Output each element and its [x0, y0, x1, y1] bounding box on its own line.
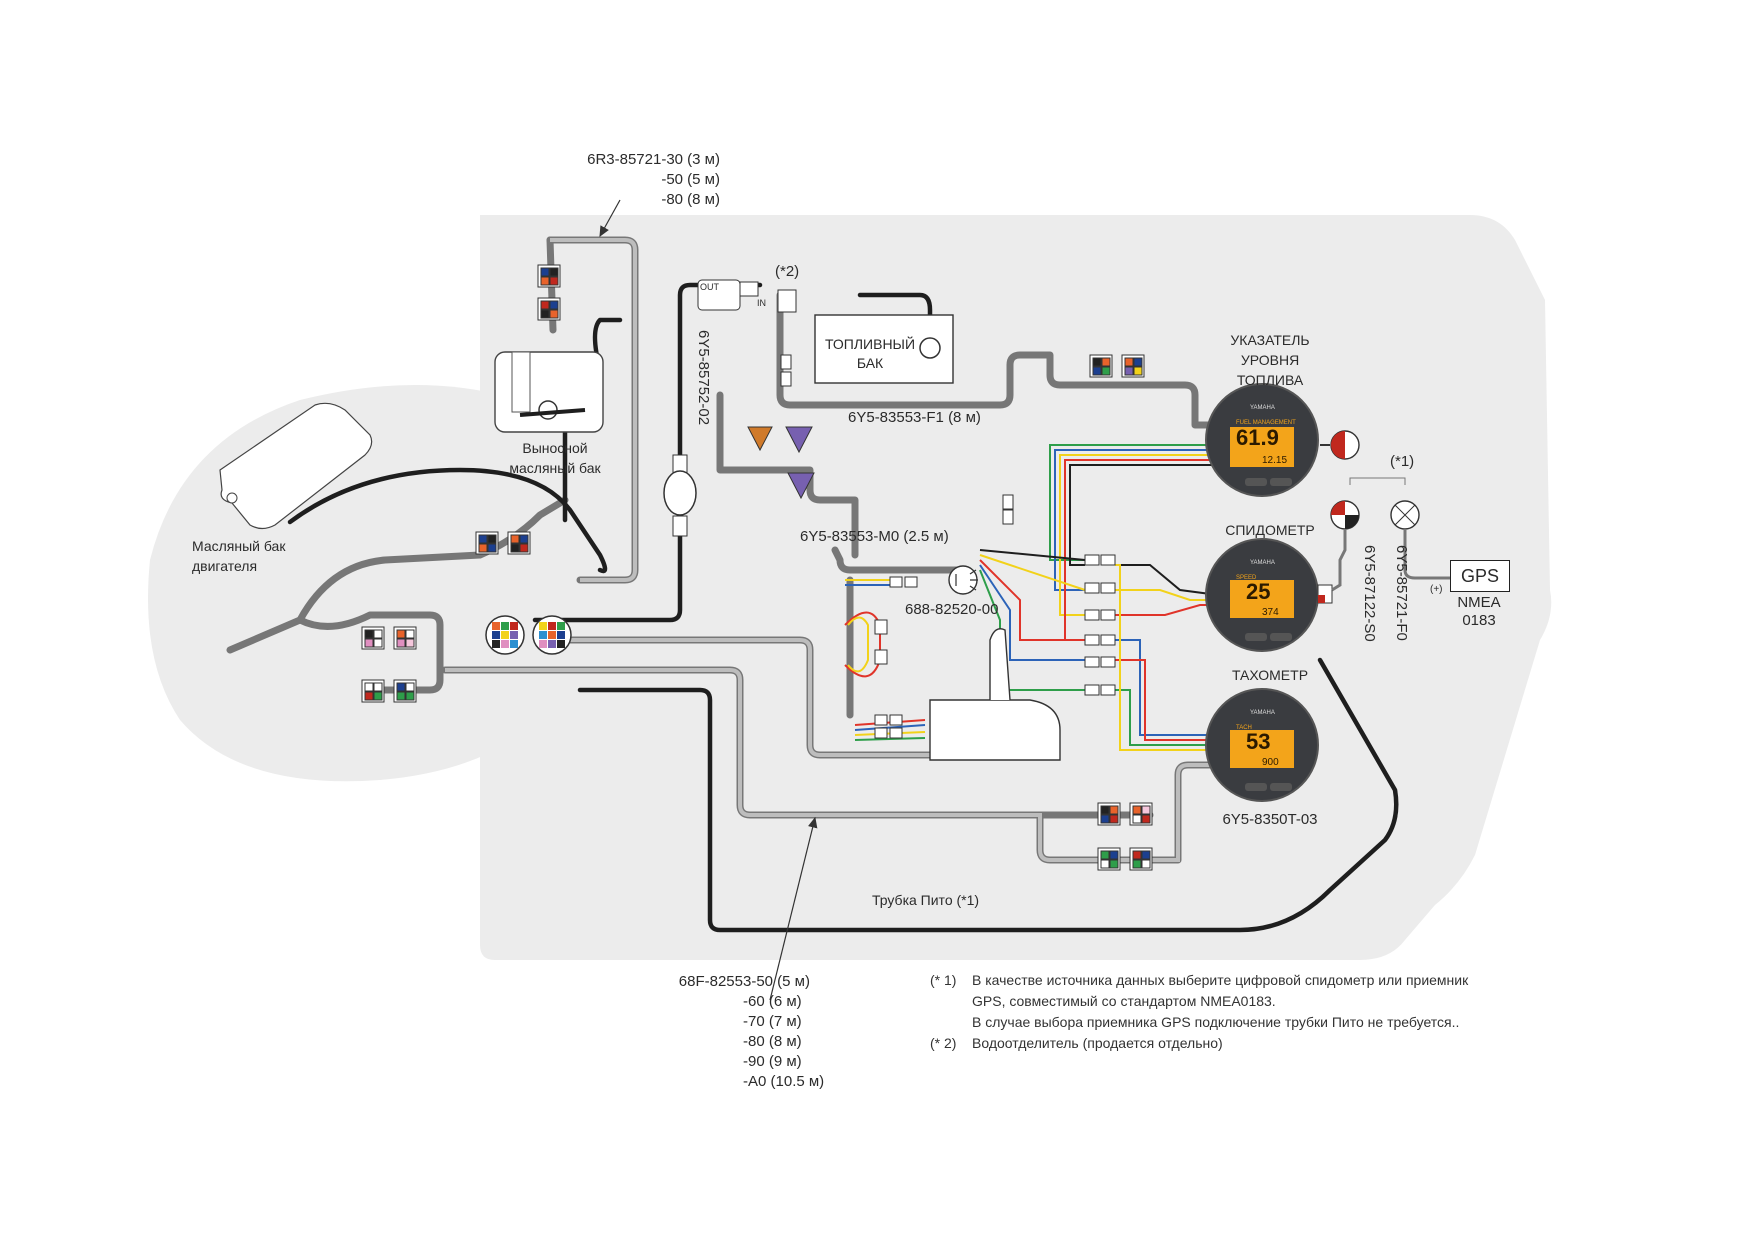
fuel-gauge-brand: YAMAHA	[1250, 405, 1275, 411]
fuel-gauge-label-2: УРОВНЯ	[1240, 352, 1300, 368]
leader-arrows	[599, 199, 818, 1001]
footnote-1-line-3: В случае выбора приемника GPS подключени…	[972, 1014, 1460, 1030]
remote-oil-tank-label-1: Выносной	[522, 440, 588, 456]
speed-gauge-brand: YAMAHA	[1250, 560, 1275, 566]
flow-out-label: OUT	[700, 282, 719, 292]
main-harness-label-5: -90 (9 м)	[743, 1053, 802, 1070]
pitot-tube-label: Трубка Пито (*1)	[872, 892, 980, 908]
footnote-1-line-1: В качестве источника данных выберите циф…	[972, 972, 1469, 988]
oil-hose-label-1: 6R3-85721-30 (3 м)	[587, 151, 720, 168]
fuel-flow-sensor-part: 6Y5-85752-02	[695, 330, 712, 426]
remote-oil-tank-shape	[494, 351, 604, 433]
gps-note-label: (*1)	[1390, 453, 1415, 470]
triangle-sensors	[747, 426, 815, 500]
engine-oil-tank-label-2: двигателя	[192, 558, 258, 574]
gps-nmea-label-1: NMEA	[1457, 594, 1501, 611]
fuel-tank-label-2: БАК	[856, 355, 884, 371]
speed-gauge-readout: 25	[1246, 579, 1271, 604]
tach-gauge-brand: YAMAHA	[1250, 710, 1275, 716]
fuel-tank-shape	[814, 314, 954, 384]
oil-hose-label-3: -80 (8 м)	[661, 191, 720, 208]
footnote-2-marker: (* 2)	[930, 1035, 957, 1051]
main-harness-label-4: -80 (8 м)	[743, 1033, 802, 1050]
primer-bulb-shape	[663, 454, 697, 537]
remote-oil-tank-label-2: масляный бак	[509, 460, 601, 476]
connector-blocks	[361, 264, 1153, 871]
gps-plus-label: (+)	[1430, 584, 1443, 595]
speed-sensor-part-label: 6Y5-87122-S0	[1361, 545, 1378, 642]
main-harness-label-2: -60 (6 м)	[743, 993, 802, 1010]
tach-gauge-header: TACH	[1236, 725, 1252, 731]
round-plugs	[1317, 430, 1450, 604]
engine-oil-tank-shape	[219, 402, 373, 530]
tach-gauge-sub: 900	[1262, 757, 1279, 768]
gray-hose-inner	[445, 238, 1218, 862]
tach-gauge-readout: 53	[1246, 729, 1271, 754]
gauges	[1205, 383, 1319, 802]
tachometer-label: ТАХОМЕТР	[1231, 667, 1309, 683]
fuel-gauge-label-1: УКАЗАТЕЛЬ	[1230, 332, 1310, 348]
footnote-2-line-1: Водоотделитель (продается отдельно)	[972, 1035, 1223, 1051]
tach-part-label: 6Y5-8350T-03	[1222, 811, 1318, 828]
fuel-gauge-sub: 12.15	[1262, 455, 1288, 466]
main-harness-label-1: 68F-82553-50 (5 м)	[678, 973, 810, 990]
engine-oil-tank-label-1: Масляный бак	[192, 538, 286, 554]
oil-hose-label-2: -50 (5 м)	[661, 171, 720, 188]
main-harness-label-3: -70 (7 м)	[743, 1013, 802, 1030]
gps-cable-part-label: 6Y5-85721-F0	[1393, 545, 1410, 641]
fuel-tank-label-1: ТОПЛИВНЫЙ	[824, 336, 916, 352]
fuel-flow-sensor-shape	[697, 279, 797, 313]
fuel-gauge-label-3: ТОПЛИВА	[1236, 372, 1304, 388]
inline-connectors	[780, 354, 1116, 739]
footnote-1-line-2: GPS, совместимый со стандартом NMEA0183.	[972, 993, 1276, 1009]
round-connectors	[485, 615, 572, 655]
fuel-gauge-readout: 61.9	[1236, 425, 1279, 450]
fuel-gauge-header: FUEL MANAGEMENT	[1236, 420, 1296, 426]
speed-gauge-header: SPEED	[1236, 575, 1257, 581]
junction-harness-label: 6Y5-83553-M0 (2.5 м)	[800, 528, 949, 545]
footnote-1-marker: (* 1)	[930, 972, 957, 988]
flow-in-label: IN	[757, 298, 766, 308]
fuel-level-harness-label: 6Y5-83553-F1 (8 м)	[848, 409, 981, 426]
speed-gauge-sub: 374	[1262, 607, 1279, 618]
main-harness-label-6: -A0 (10.5 м)	[743, 1073, 825, 1090]
water-separator-note: (*2)	[775, 263, 800, 280]
gps-nmea-label-2: 0183	[1462, 612, 1496, 629]
speedometer-label: СПИДОМЕТР	[1225, 522, 1315, 538]
gps-box: GPS	[1450, 560, 1510, 592]
signal-wires	[844, 444, 1219, 751]
buzzer-shape	[948, 565, 978, 595]
boat-zone	[480, 215, 1552, 960]
buzzer-part-label: 688-82520-00	[905, 601, 999, 618]
remote-control-box	[929, 628, 1061, 761]
